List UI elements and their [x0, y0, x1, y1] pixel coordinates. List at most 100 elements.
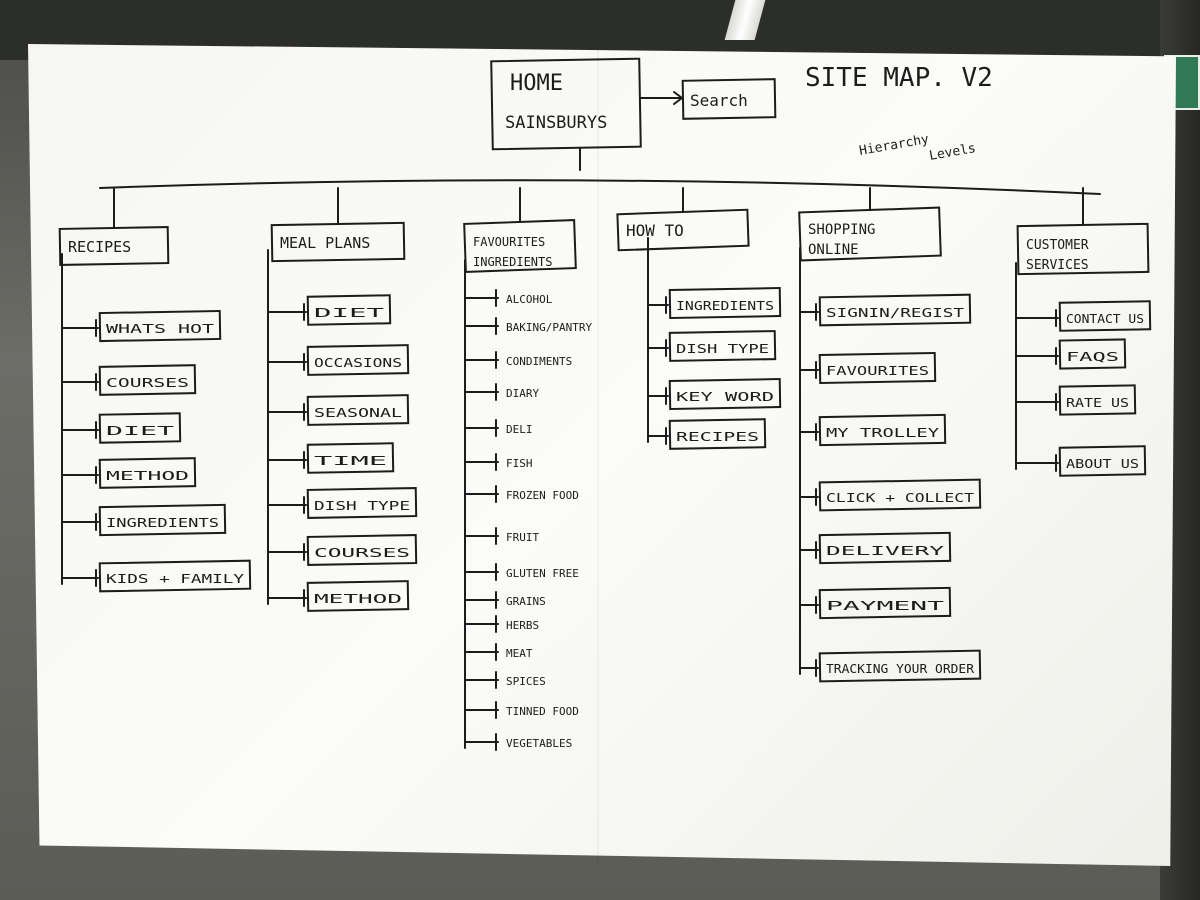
item-label: ALCOHOL — [506, 293, 553, 306]
item-label: COURSES — [106, 376, 189, 390]
column-header-box — [270, 221, 406, 263]
item-branch — [464, 643, 499, 661]
item-branch — [267, 589, 307, 607]
search-label: Search — [690, 91, 748, 110]
item-branch — [464, 615, 499, 633]
item-label: INGREDIENTS — [106, 516, 219, 530]
item-label: DIARY — [506, 387, 539, 400]
item-box — [818, 413, 947, 447]
item-label: FISH — [506, 457, 533, 470]
item-label: METHOD — [314, 592, 402, 606]
item-branch — [464, 419, 499, 437]
item-branch — [799, 659, 819, 677]
item-label: KEY WORD — [676, 390, 774, 404]
item-label: DISH TYPE — [676, 342, 769, 356]
item-label: DIET — [314, 306, 384, 320]
item-box — [668, 378, 782, 410]
item-box — [306, 534, 418, 566]
item-box — [98, 457, 197, 489]
item-branch — [267, 496, 307, 514]
item-branch — [799, 303, 819, 321]
item-box — [668, 418, 767, 450]
item-label: INGREDIENTS — [676, 299, 774, 313]
column-header-box — [1016, 222, 1150, 276]
item-branch — [464, 527, 499, 545]
column-header-label: FAVOURITES — [473, 235, 545, 249]
item-branch — [61, 373, 99, 391]
item-label: RATE US — [1066, 396, 1129, 410]
column-header-label: SHOPPING — [808, 222, 875, 238]
item-box — [1058, 384, 1137, 416]
item-branch — [61, 319, 99, 337]
item-branch — [464, 317, 499, 335]
diagram-title: SITE MAP. V2 — [805, 63, 993, 93]
item-label: TINNED FOOD — [506, 705, 579, 718]
home-sublabel: SAINSBURYS — [505, 113, 607, 133]
item-label: GRAINS — [506, 595, 546, 608]
item-branch — [61, 421, 99, 439]
item-label: MEAT — [506, 647, 533, 660]
level-one-bar — [99, 179, 1101, 195]
item-branch — [647, 339, 669, 357]
item-box — [98, 364, 197, 396]
item-label: DIET — [106, 424, 174, 438]
item-branch — [1015, 393, 1059, 411]
item-branch — [464, 383, 499, 401]
item-label: SIGNIN/REGIST — [826, 306, 964, 320]
item-branch — [464, 453, 499, 471]
item-branch — [464, 591, 499, 609]
item-branch — [61, 513, 99, 531]
item-box — [306, 294, 392, 326]
item-box — [306, 487, 418, 519]
column-header-label: HOW TO — [626, 221, 684, 240]
item-box — [668, 287, 782, 319]
item-box — [98, 559, 252, 593]
item-box — [306, 580, 410, 612]
item-box — [1058, 338, 1127, 370]
item-box — [818, 531, 952, 565]
item-box — [98, 503, 227, 537]
item-branch — [1015, 454, 1059, 472]
item-branch — [464, 485, 499, 503]
item-branch — [61, 466, 99, 484]
item-label: SPICES — [506, 675, 546, 688]
column-5: SHOPPINGONLINESIGNIN/REGISTFAVOURITESMY … — [798, 187, 982, 683]
item-label: KIDS + FAMILY — [106, 572, 245, 586]
item-branch — [647, 296, 669, 314]
column-header-label: MEAL PLANS — [280, 234, 370, 252]
item-branch — [799, 423, 819, 441]
item-branch — [464, 701, 499, 719]
item-label: PAYMENT — [826, 599, 944, 613]
column-header-box — [798, 206, 942, 262]
item-box — [818, 351, 937, 385]
item-box — [1058, 300, 1152, 332]
item-label: SEASONAL — [314, 406, 402, 420]
item-branch — [1015, 347, 1059, 365]
item-branch — [61, 569, 99, 587]
column-header-label: INGREDIENTS — [473, 255, 552, 269]
item-label: COURSES — [314, 546, 410, 560]
column-2: MEAL PLANSDIETOCCASIONSSEASONALTIMEDISH … — [267, 187, 418, 612]
item-box — [306, 344, 410, 376]
home-node: HOME SAINSBURYS — [490, 57, 642, 151]
item-label: ABOUT US — [1066, 457, 1139, 471]
column-header-label: RECIPES — [68, 238, 131, 256]
item-label: CONDIMENTS — [506, 355, 572, 368]
item-label: TRACKING YOUR ORDER — [826, 662, 975, 676]
item-branch — [267, 451, 307, 469]
column-header-box — [58, 226, 170, 266]
item-box — [306, 394, 410, 426]
column-header-box — [616, 208, 750, 252]
column-3: FAVOURITES INGREDIENTS ALCOHOL BAKING/PANTR… — [463, 187, 592, 751]
column-header-box — [463, 219, 577, 273]
item-label: BAKING/PANTRY — [506, 321, 592, 334]
item-label: CLICK + COLLECT — [826, 491, 974, 505]
column-header-label: SERVICES — [1026, 258, 1089, 273]
item-label: HERBS — [506, 619, 539, 632]
item-branch — [799, 541, 819, 559]
item-label: GLUTEN FREE — [506, 567, 579, 580]
